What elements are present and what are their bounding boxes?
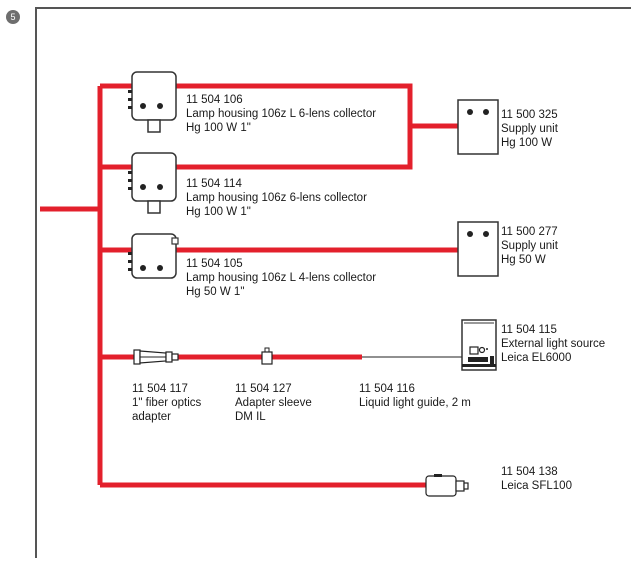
part-number: 11 500 277 [501, 226, 558, 238]
part-name: External light source [501, 338, 606, 350]
label-supply-100: 11 500 325 Supply unit Hg 100 W [501, 108, 558, 150]
part-name: Lamp housing 106z L 6-lens collector [186, 108, 377, 120]
part-name: Supply unit [501, 240, 558, 252]
label-light-guide: 11 504 116 Liquid light guide, 2 m [359, 382, 471, 410]
supply-unit-icon [457, 99, 499, 155]
part-spec: Leica EL6000 [501, 352, 572, 364]
lamp-housing-icon [128, 233, 179, 279]
part-number: 11 504 105 [186, 258, 243, 270]
lamp-housing-icon [128, 71, 177, 133]
part-spec: Hg 100 W 1" [186, 122, 251, 134]
label-fiber-adapter: 11 504 117 1" fiber optics adapter [132, 382, 201, 424]
part-number: 11 504 127 [235, 383, 292, 395]
part-name: 1" fiber optics [132, 397, 202, 409]
part-name: Adapter sleeve [235, 397, 312, 409]
figure-number-badge: 5 [6, 10, 20, 24]
adapter-sleeve-icon [261, 347, 273, 365]
label-lamp-106l: 11 504 106 Lamp housing 106z L 6-lens co… [186, 93, 376, 135]
label-lamp-106l-4: 11 504 105 Lamp housing 106z L 4-lens co… [186, 257, 376, 299]
fiber-adapter-icon [133, 349, 179, 365]
part-spec: Hg 100 W [501, 137, 553, 149]
part-spec: DM IL [235, 411, 266, 423]
label-lamp-106: 11 504 114 Lamp housing 106z 6-lens coll… [186, 177, 367, 219]
external-light-source-icon [461, 319, 497, 371]
part-number: 11 504 115 [501, 324, 557, 336]
supply-unit-icon [457, 221, 499, 277]
part-number: 11 504 106 [186, 94, 243, 106]
part-name: Liquid light guide, 2 m [359, 397, 471, 409]
part-spec: adapter [132, 411, 172, 423]
lamp-housing-icon [128, 152, 177, 214]
part-spec: Hg 100 W 1" [186, 206, 251, 218]
part-number: 11 504 116 [359, 383, 415, 395]
part-name: Lamp housing 106z L 4-lens collector [186, 272, 377, 284]
label-ext-source: 11 504 115 External light source Leica E… [501, 323, 605, 365]
label-adapter-sleeve: 11 504 127 Adapter sleeve DM IL [235, 382, 312, 424]
part-name: Leica SFL100 [501, 480, 572, 492]
part-spec: Hg 50 W [501, 254, 546, 266]
label-supply-50: 11 500 277 Supply unit Hg 50 W [501, 225, 558, 267]
part-name: Supply unit [501, 123, 558, 135]
part-number: 11 504 114 [186, 178, 242, 190]
frame-border [35, 7, 631, 558]
part-number: 11 500 325 [501, 109, 558, 121]
part-name: Lamp housing 106z 6-lens collector [186, 192, 367, 204]
part-spec: Hg 50 W 1" [186, 286, 245, 298]
label-sfl100: 11 504 138 Leica SFL100 [501, 465, 572, 493]
part-number: 11 504 138 [501, 466, 558, 478]
part-number: 11 504 117 [132, 383, 188, 395]
sfl100-icon [425, 474, 469, 497]
